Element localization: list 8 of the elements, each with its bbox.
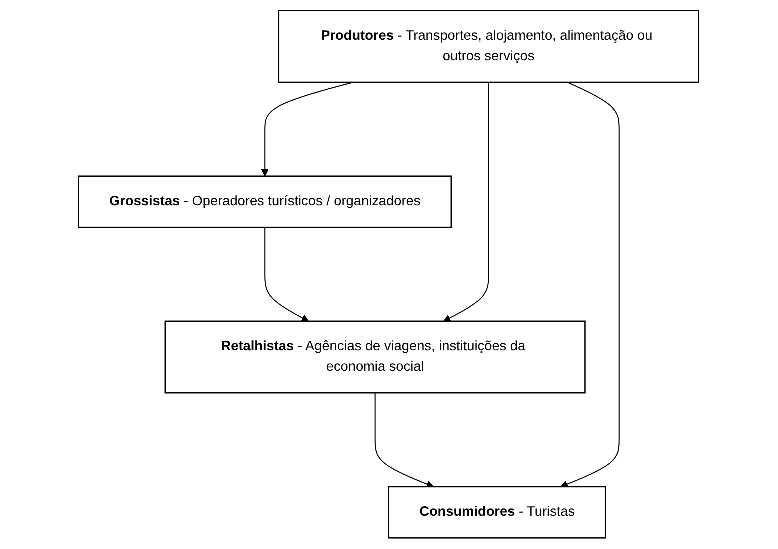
node-box: Consumidores - Turistas <box>388 486 607 539</box>
arrow <box>264 228 310 322</box>
node-box: Grossistas - Operadores turísticos / organizadores <box>78 176 452 228</box>
node-box: Produtores - Transportes, alojamento, alimentação ou outros serviços <box>278 10 700 84</box>
arrow <box>444 82 490 322</box>
node-box: Retalhistas - Agências de viagens, instituições da economia social <box>165 320 586 394</box>
arrow <box>560 82 620 488</box>
arrow <box>375 393 434 488</box>
